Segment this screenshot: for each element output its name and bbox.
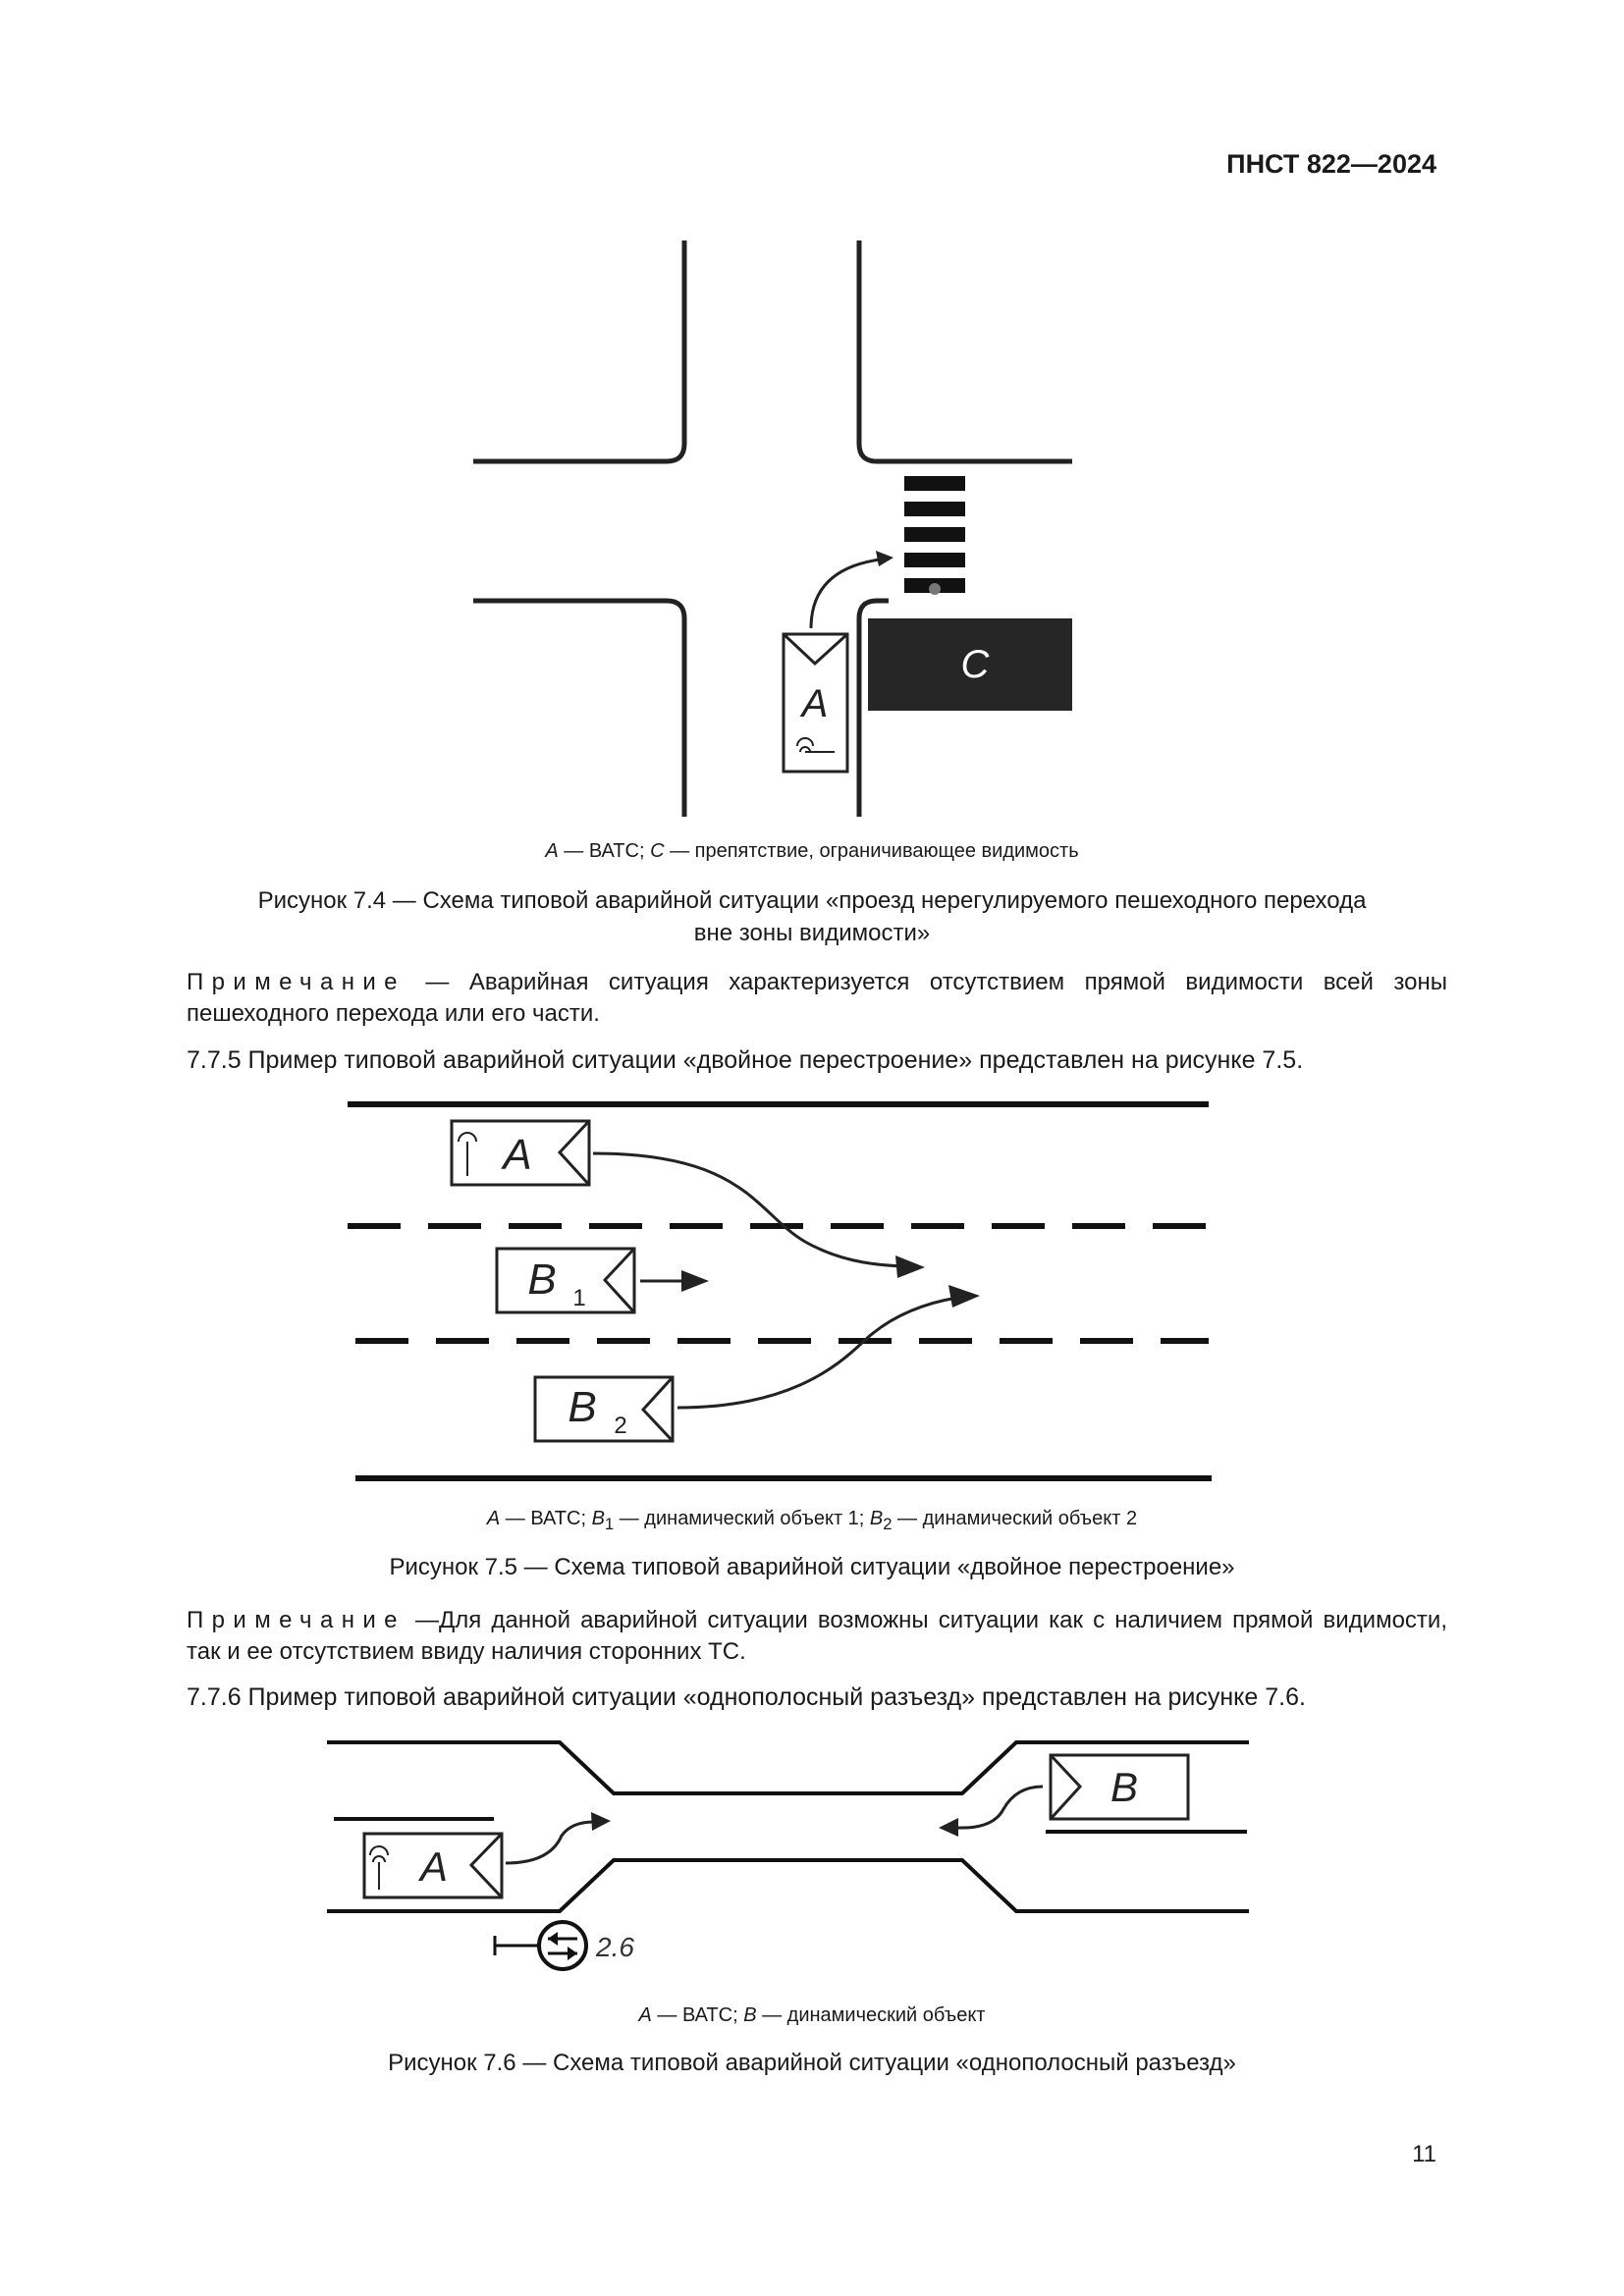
trajectory-b2-arrowhead <box>948 1285 980 1308</box>
turn-arrow-head <box>876 551 893 566</box>
sensor-icon <box>458 1132 477 1176</box>
page-number: 11 <box>1412 2141 1436 2167</box>
document-code: ПНСТ 822—2024 <box>1226 149 1436 179</box>
road-edge-bottom-left <box>473 598 687 817</box>
vehicle-b2 <box>533 1375 675 1443</box>
trajectory-a <box>592 1151 906 1268</box>
trajectory-b1-arrowhead <box>681 1270 709 1292</box>
figure-7-6-diagram: A B 2.6 <box>327 1740 1249 1971</box>
vehicle-b2-subscript: 2 <box>614 1413 626 1439</box>
note-2: Примечание —Для данной аварийной ситуаци… <box>187 1607 1447 1665</box>
vehicle-a <box>450 1119 591 1187</box>
paragraph-7-7-5: 7.7.5 Пример типовой аварийной ситуации … <box>187 1046 1304 1074</box>
obstacle-c-label: C <box>961 643 991 686</box>
vehicle-b1 <box>495 1247 636 1314</box>
figure-7-5-caption: Рисунок 7.5 — Схема типовой аварийной си… <box>389 1554 1235 1580</box>
sensor-icon <box>796 737 835 753</box>
vehicle-a <box>782 632 849 774</box>
pedestrian-crossing <box>904 476 965 593</box>
vehicle-b <box>1049 1753 1190 1821</box>
figure-7-4-diagram: C A <box>473 240 1072 817</box>
trajectory-a <box>505 1820 595 1865</box>
figure-7-4-caption: Рисунок 7.4 — Схема типовой аварийной си… <box>257 887 1367 946</box>
trajectory-b-arrowhead <box>939 1818 958 1837</box>
trajectory-a-arrowhead <box>895 1255 925 1278</box>
vehicle-a-label: A <box>500 1131 531 1179</box>
figure-7-5-legend: A — ВАТС; B1 — динамический объект 1; B2… <box>486 1508 1138 1533</box>
vehicle-a-label: A <box>417 1843 448 1890</box>
turn-arrow <box>809 558 881 629</box>
paragraph-7-7-6: 7.7.6 Пример типовой аварийной ситуации … <box>187 1683 1306 1711</box>
vehicle-a-label: A <box>800 682 829 725</box>
figure-7-4-legend: A — ВАТС; C — препятствие, ограничивающе… <box>545 840 1079 862</box>
trajectory-a-arrowhead <box>591 1812 611 1831</box>
pedestrian-icon <box>929 583 941 595</box>
road-sign-2-6 <box>493 1920 588 1971</box>
road-edge-top-left <box>473 240 687 464</box>
note-1: Примечание — Аварийная ситуация характер… <box>187 969 1447 1027</box>
figure-7-6-legend: A — ВАТС; B — динамический объект <box>638 2004 986 2026</box>
vehicle-b2-label: B <box>568 1383 596 1431</box>
figure-7-5-diagram: A B 1 B 2 <box>348 1101 1212 1481</box>
road-edge-bottom <box>327 1858 1249 1913</box>
sensor-icon <box>369 1845 389 1890</box>
vehicle-b1-subscript: 1 <box>572 1285 585 1311</box>
road-sign-label: 2.6 <box>595 1932 634 1962</box>
road-edge-top-right <box>856 240 1072 464</box>
figure-7-6-caption: Рисунок 7.6 — Схема типовой аварийной си… <box>388 2050 1236 2076</box>
vehicle-a <box>362 1832 504 1899</box>
vehicle-b1-label: B <box>527 1255 556 1304</box>
obstacle-c <box>868 618 1072 711</box>
vehicle-b-label: B <box>1110 1764 1138 1810</box>
road-edge-top <box>327 1740 1249 1795</box>
road-edge-bottom-right <box>856 598 889 817</box>
trajectory-b2 <box>677 1296 958 1410</box>
trajectory-b <box>954 1785 1044 1830</box>
